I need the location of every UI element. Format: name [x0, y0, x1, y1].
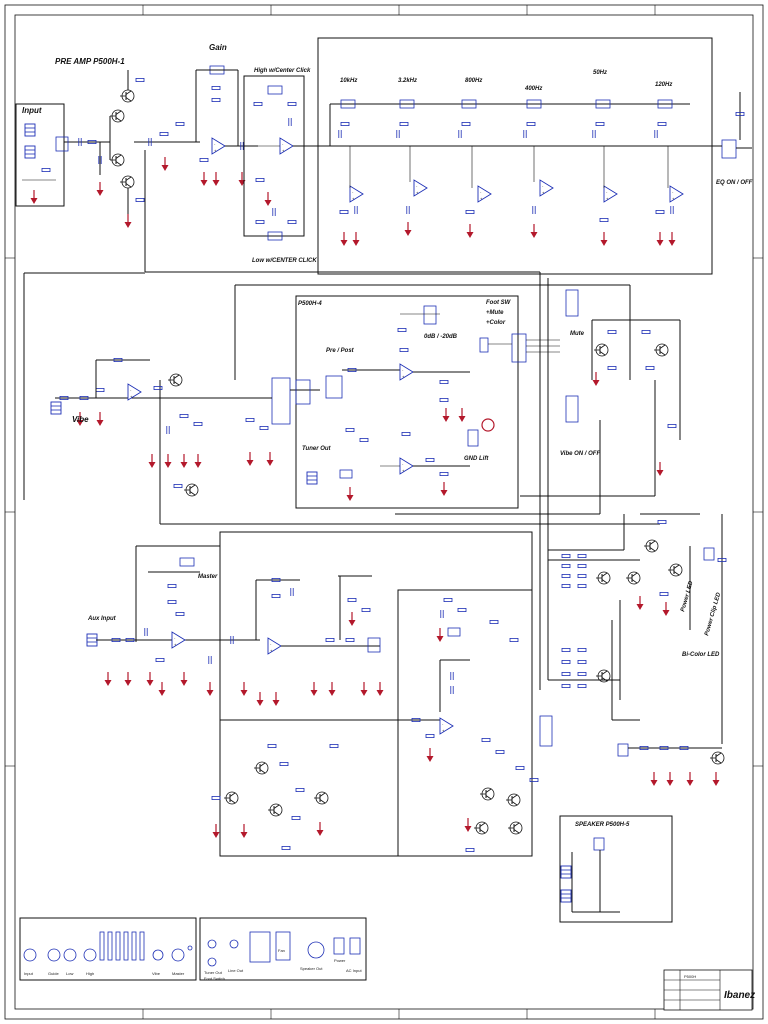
aux-label: Aux Input: [87, 616, 117, 622]
p500h4-label: P500H-4: [298, 301, 322, 307]
input-box: [15, 103, 65, 207]
rear-line-out: Line Out: [228, 968, 244, 973]
high-pot: [267, 85, 283, 95]
high-label: High w/Center Click: [254, 68, 311, 74]
power-amp-box: [219, 531, 533, 857]
rear-power: Power: [334, 958, 346, 963]
speaker-label: SPEAKER P500H-5: [575, 822, 630, 828]
mute-switch: [565, 289, 579, 317]
rear-tuner-out: Tuner Out: [204, 970, 223, 975]
front-panel: [19, 917, 197, 981]
panel-high: High: [86, 971, 94, 976]
db-label: 0dB / -20dB: [424, 334, 458, 340]
eq-10k-label: 10kHz: [340, 78, 357, 84]
bicolor-label: Bi-Color LED: [682, 652, 720, 658]
title-model: P500H: [684, 974, 696, 979]
title-brand: Ibanez: [724, 990, 755, 1001]
p500h4-box: [295, 295, 519, 509]
rear-panel: [199, 917, 367, 981]
eq-onoff-label: EQ ON / OFF: [716, 180, 753, 186]
vibeonoff-label: Vibe ON / OFF: [560, 451, 600, 457]
sheet-frame: [4, 4, 764, 1020]
speaker-box: [559, 815, 673, 923]
rear-fan: Fan: [278, 948, 285, 953]
prepost-switch: [325, 375, 343, 399]
eq-50-label: 50Hz: [593, 70, 607, 76]
footsw-color-option: +Color: [486, 320, 506, 326]
rear-speaker-out: Speaker Out: [300, 966, 323, 971]
prepost-label: Pre / Post: [326, 348, 355, 354]
gain-label: Gain: [209, 43, 227, 52]
panel-input: Input: [24, 971, 34, 976]
master-label: Master: [198, 574, 218, 580]
connector-cn3: [511, 333, 527, 363]
vibe-label: Vibe: [72, 415, 89, 424]
mute-label: Mute: [570, 331, 585, 337]
master-pot: [179, 557, 195, 567]
master-section: Master Aux Input: [86, 531, 533, 857]
panel-low: Low: [66, 971, 73, 976]
eq-400-label: 400Hz: [524, 86, 542, 92]
vibe-switch: [565, 395, 579, 423]
footsw-jack: [479, 337, 489, 353]
middle-wiring: [23, 150, 660, 690]
eq-box: [317, 37, 713, 275]
panel-section: Input Guide Low High Vibe Master Tuner O…: [19, 917, 367, 981]
panel-guide: Guide: [48, 971, 59, 976]
tuner-label: Tuner Out: [302, 446, 332, 452]
panel-vibe: Vibe: [152, 971, 161, 976]
preamp-section: PRE AMP P500H-1 Input Gain: [15, 43, 320, 264]
clip-led-label: Power Clip LED: [704, 591, 722, 636]
eq-3k-label: 3.2kHz: [398, 78, 417, 84]
eq-section: 10kHz 3.2kHz 800Hz 400Hz 50Hz 120Hz: [317, 37, 753, 275]
led-section: Power LED Power Clip LED Bi-Color LED: [548, 513, 727, 787]
output-transistors: [211, 744, 339, 850]
low-pot: [267, 231, 283, 241]
eq-switch: [721, 139, 737, 159]
gndlift-label: GND Lift: [464, 456, 489, 462]
tone-box: [243, 75, 305, 237]
connector-cn2: [271, 377, 291, 425]
eq-120-label: 120Hz: [655, 82, 672, 88]
switch-section: Mute Vibe ON / OFF: [560, 289, 681, 477]
power-amp-section: [397, 589, 553, 857]
footsw-mute-option: +Mute: [486, 310, 504, 316]
low-label: Low w/CENTER CLICK: [252, 258, 317, 264]
connector-cn1: [55, 136, 69, 152]
footsw-label: Foot SW: [486, 300, 512, 306]
vibe-section: Vibe: [50, 357, 240, 497]
power-led-label: Power LED: [680, 580, 695, 613]
preamp-label: PRE AMP P500H-1: [55, 57, 125, 66]
front-input-jack: [23, 948, 37, 962]
panel-master: Master: [172, 971, 185, 976]
rear-ac-input: AC Input: [346, 968, 362, 973]
eq-800-label: 800Hz: [465, 78, 482, 84]
rear-foot-switch: Foot Switch: [204, 976, 225, 981]
input-label: Input: [22, 106, 42, 115]
title-block: P500H Ibanez: [663, 969, 755, 1011]
speaker-section: SPEAKER P500H-5: [559, 815, 673, 923]
connector-cn4: [539, 715, 553, 747]
p500h4-section: P500H-4 Pre / Post 0dB / -20dB Tuner Out: [240, 295, 560, 509]
